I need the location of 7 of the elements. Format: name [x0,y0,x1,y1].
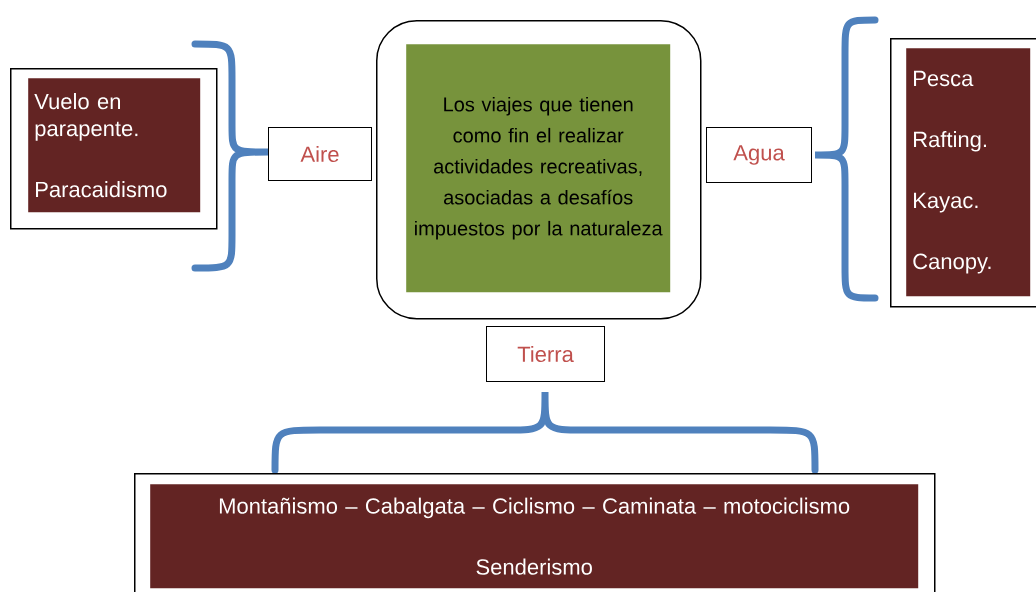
activity-list-box: Vuelo en parapente. Paracaidismo [28,78,201,213]
description-box: Los viajes que tienen como fin el realizar actividades recreativas, asociadas a desafíos impuestos por la naturaleza [406,44,671,293]
category-label: Aire [268,127,372,181]
category-label: Agua [706,127,812,183]
activity-list-box: Montañismo – Cabalgata – Ciclismo – Caminata – motociclismo Senderismo [150,484,919,589]
activity-list-box: Pesca Rafting. Kayac. Canopy. [906,48,1031,297]
category-label: Tierra [486,326,605,382]
